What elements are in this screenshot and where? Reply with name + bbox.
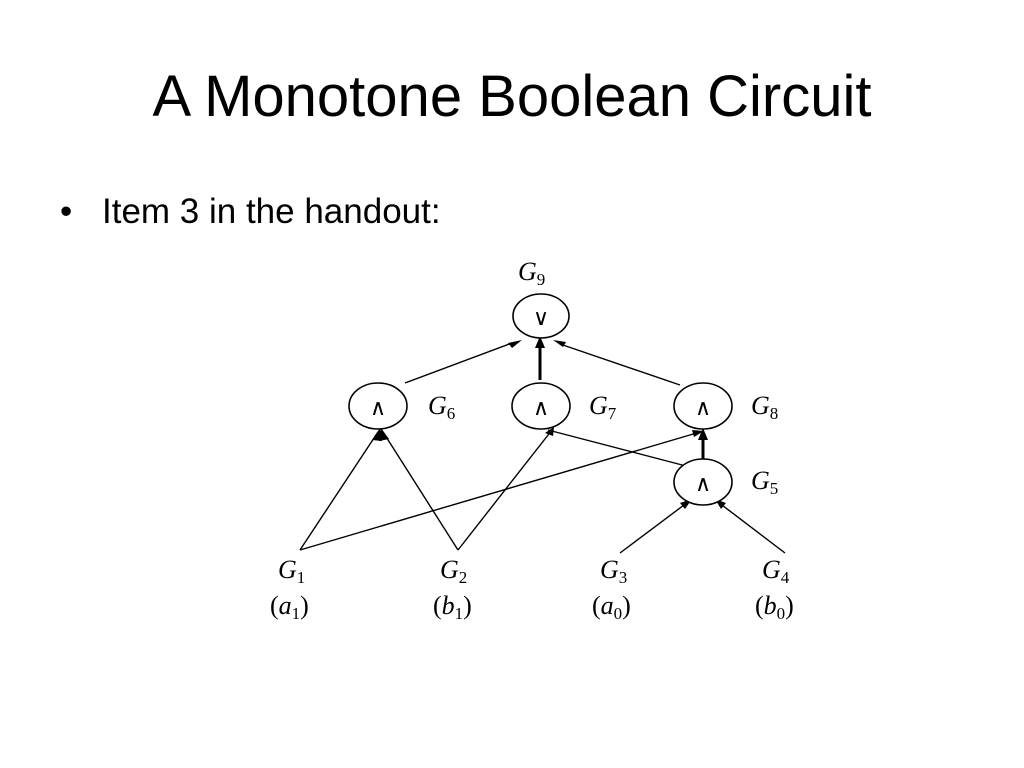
gate-circle [673, 382, 733, 430]
gate-label-g6: G6 [428, 391, 455, 423]
input-variable-a0: (a0) [592, 591, 631, 623]
variable-index: 0 [777, 604, 786, 623]
input-variable-b1: (b1) [433, 591, 472, 623]
gate-index: 4 [781, 568, 790, 587]
bullet-text: Item 3 in the handout: [102, 192, 441, 231]
variable-index: 0 [614, 604, 623, 623]
gate-label-g5: G5 [751, 466, 778, 498]
gate-name: G [518, 257, 537, 286]
gate-name: G [762, 555, 781, 584]
gate-index: 7 [608, 404, 617, 423]
gate-name: G [440, 555, 459, 584]
bullet-marker: • [60, 192, 73, 231]
gate-name: G [751, 466, 770, 495]
and-operator: ∧ [695, 472, 711, 497]
edge-g1-g6 [299, 431, 379, 551]
gate-name: G [428, 391, 447, 420]
edge-g3-g5 [619, 501, 689, 554]
gate-index: 3 [619, 568, 628, 587]
gate-circle [673, 458, 733, 506]
variable-index: 1 [292, 604, 301, 623]
gate-index: 2 [459, 568, 468, 587]
input-g4: G4 (b0) [755, 555, 794, 623]
edge-g1-g8 [299, 431, 701, 551]
circuit-wires [299, 342, 786, 554]
variable-index: 1 [455, 604, 464, 623]
edge-g2-g6 [382, 431, 459, 551]
gate-circle [512, 293, 570, 339]
gate-label-g8: G8 [751, 391, 778, 423]
gate-circle [511, 382, 571, 430]
gate-g9: ∨ G9 [512, 257, 570, 339]
bullet-list: • Item 3 in the handout: [60, 190, 441, 234]
input-g3: G3 (a0) [592, 555, 631, 623]
edge-g4-g5 [717, 501, 786, 554]
gate-name: G [278, 555, 297, 584]
gate-index: 9 [537, 270, 546, 289]
arrowhead [508, 340, 522, 348]
gate-index: 8 [770, 404, 779, 423]
arrowhead [553, 340, 566, 347]
input-variable-b0: (b0) [755, 591, 794, 623]
gate-label-g7: G7 [589, 391, 617, 423]
arrowhead [535, 336, 545, 348]
gate-g7: ∧ G7 [511, 382, 617, 430]
gate-name: G [589, 391, 608, 420]
variable-name: b [442, 591, 455, 620]
arrowhead [692, 430, 704, 437]
arrowhead [545, 427, 554, 436]
gate-name: G [751, 391, 770, 420]
gate-index: 5 [770, 479, 779, 498]
gate-index: 1 [297, 568, 306, 587]
arrowhead [379, 428, 389, 441]
gate-g5: ∧ G5 [673, 458, 778, 506]
gate-label-g3: G3 [600, 555, 627, 587]
and-operator: ∧ [370, 396, 386, 421]
gate-g8: ∧ G8 [673, 382, 778, 430]
and-operator: ∧ [533, 396, 549, 421]
arrowhead [698, 428, 708, 440]
gate-circle [348, 382, 408, 430]
variable-name: b [764, 591, 777, 620]
edge-g8-g9 [559, 343, 681, 386]
and-operator: ∧ [695, 396, 711, 421]
slide-title: A Monotone Boolean Circuit [152, 64, 872, 129]
gate-name: G [600, 555, 619, 584]
gate-label-g2: G2 [440, 555, 467, 587]
variable-name: a [279, 591, 292, 620]
input-variable-a1: (a1) [270, 591, 309, 623]
input-g2: G2 (b1) [433, 555, 472, 623]
gate-label-g1: G1 [278, 555, 305, 587]
input-g1: G1 (a1) [270, 555, 309, 623]
gate-index: 6 [447, 404, 456, 423]
variable-name: a [601, 591, 614, 620]
gate-label-g4: G4 [762, 555, 790, 587]
edge-g6-g9 [404, 342, 513, 384]
or-operator: ∨ [533, 306, 549, 331]
edge-g5-g7 [547, 429, 687, 467]
bullet-item: • Item 3 in the handout: [60, 190, 441, 234]
gate-g6: ∧ G6 [348, 382, 455, 430]
gate-label-g9: G9 [518, 257, 545, 289]
